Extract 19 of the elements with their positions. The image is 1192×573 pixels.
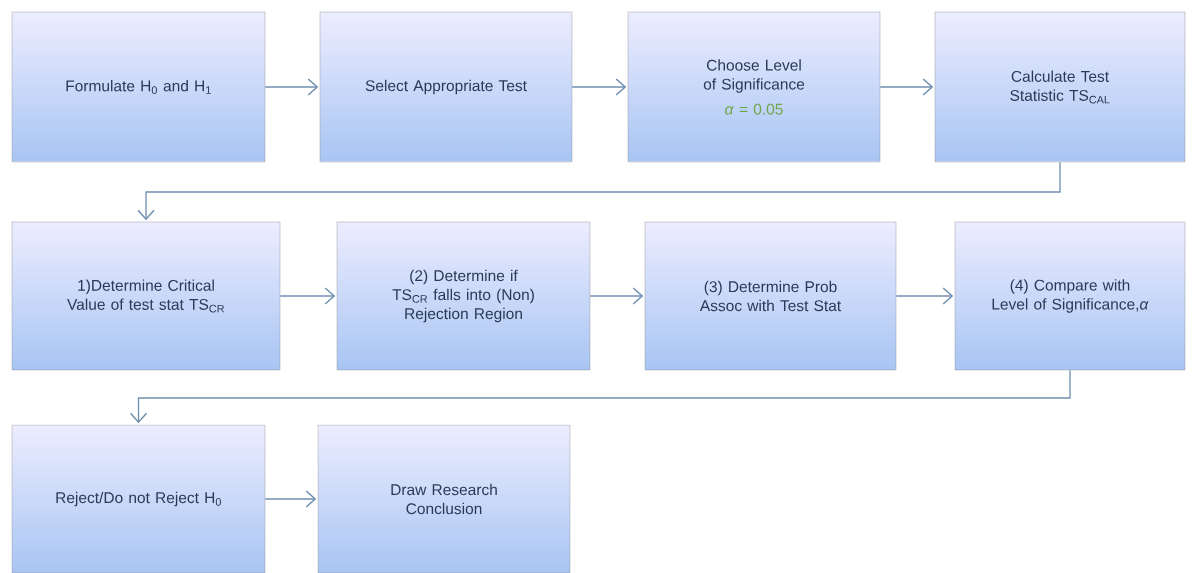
process-box: Choose Level of Significance α = 0.05 (627, 11, 881, 163)
arrow (264, 490, 317, 508)
process-box: (4) Compare with Level of Significance,α (954, 221, 1186, 371)
arrow (279, 287, 336, 305)
process-box: (2) Determine if TS$_{CR}$ falls into (Non) Rejection Region (336, 221, 591, 371)
process-box: 1)Determine Critical Value of test stat TS$_{CR}$ (11, 221, 281, 371)
arrow (137, 161, 1061, 221)
process-box: Select Appropriate Test (319, 11, 573, 163)
process-box: Formulate H$_{0}$ and H$_{1}$ (11, 11, 266, 163)
arrow (589, 287, 644, 305)
process-box: (3) Determine Prob Assoc with Test Stat (644, 221, 897, 371)
arrow (895, 287, 954, 305)
arrow (129, 369, 1071, 424)
arrow (879, 78, 934, 96)
arrow (571, 78, 627, 96)
process-box: Draw Research Conclusion (317, 424, 571, 573)
arrow (264, 78, 319, 96)
process-box: Reject/Do not Reject H$_{0}$ (11, 424, 266, 573)
process-box: Calculate Test Statistic TS$_{CAL}$ (934, 11, 1186, 163)
